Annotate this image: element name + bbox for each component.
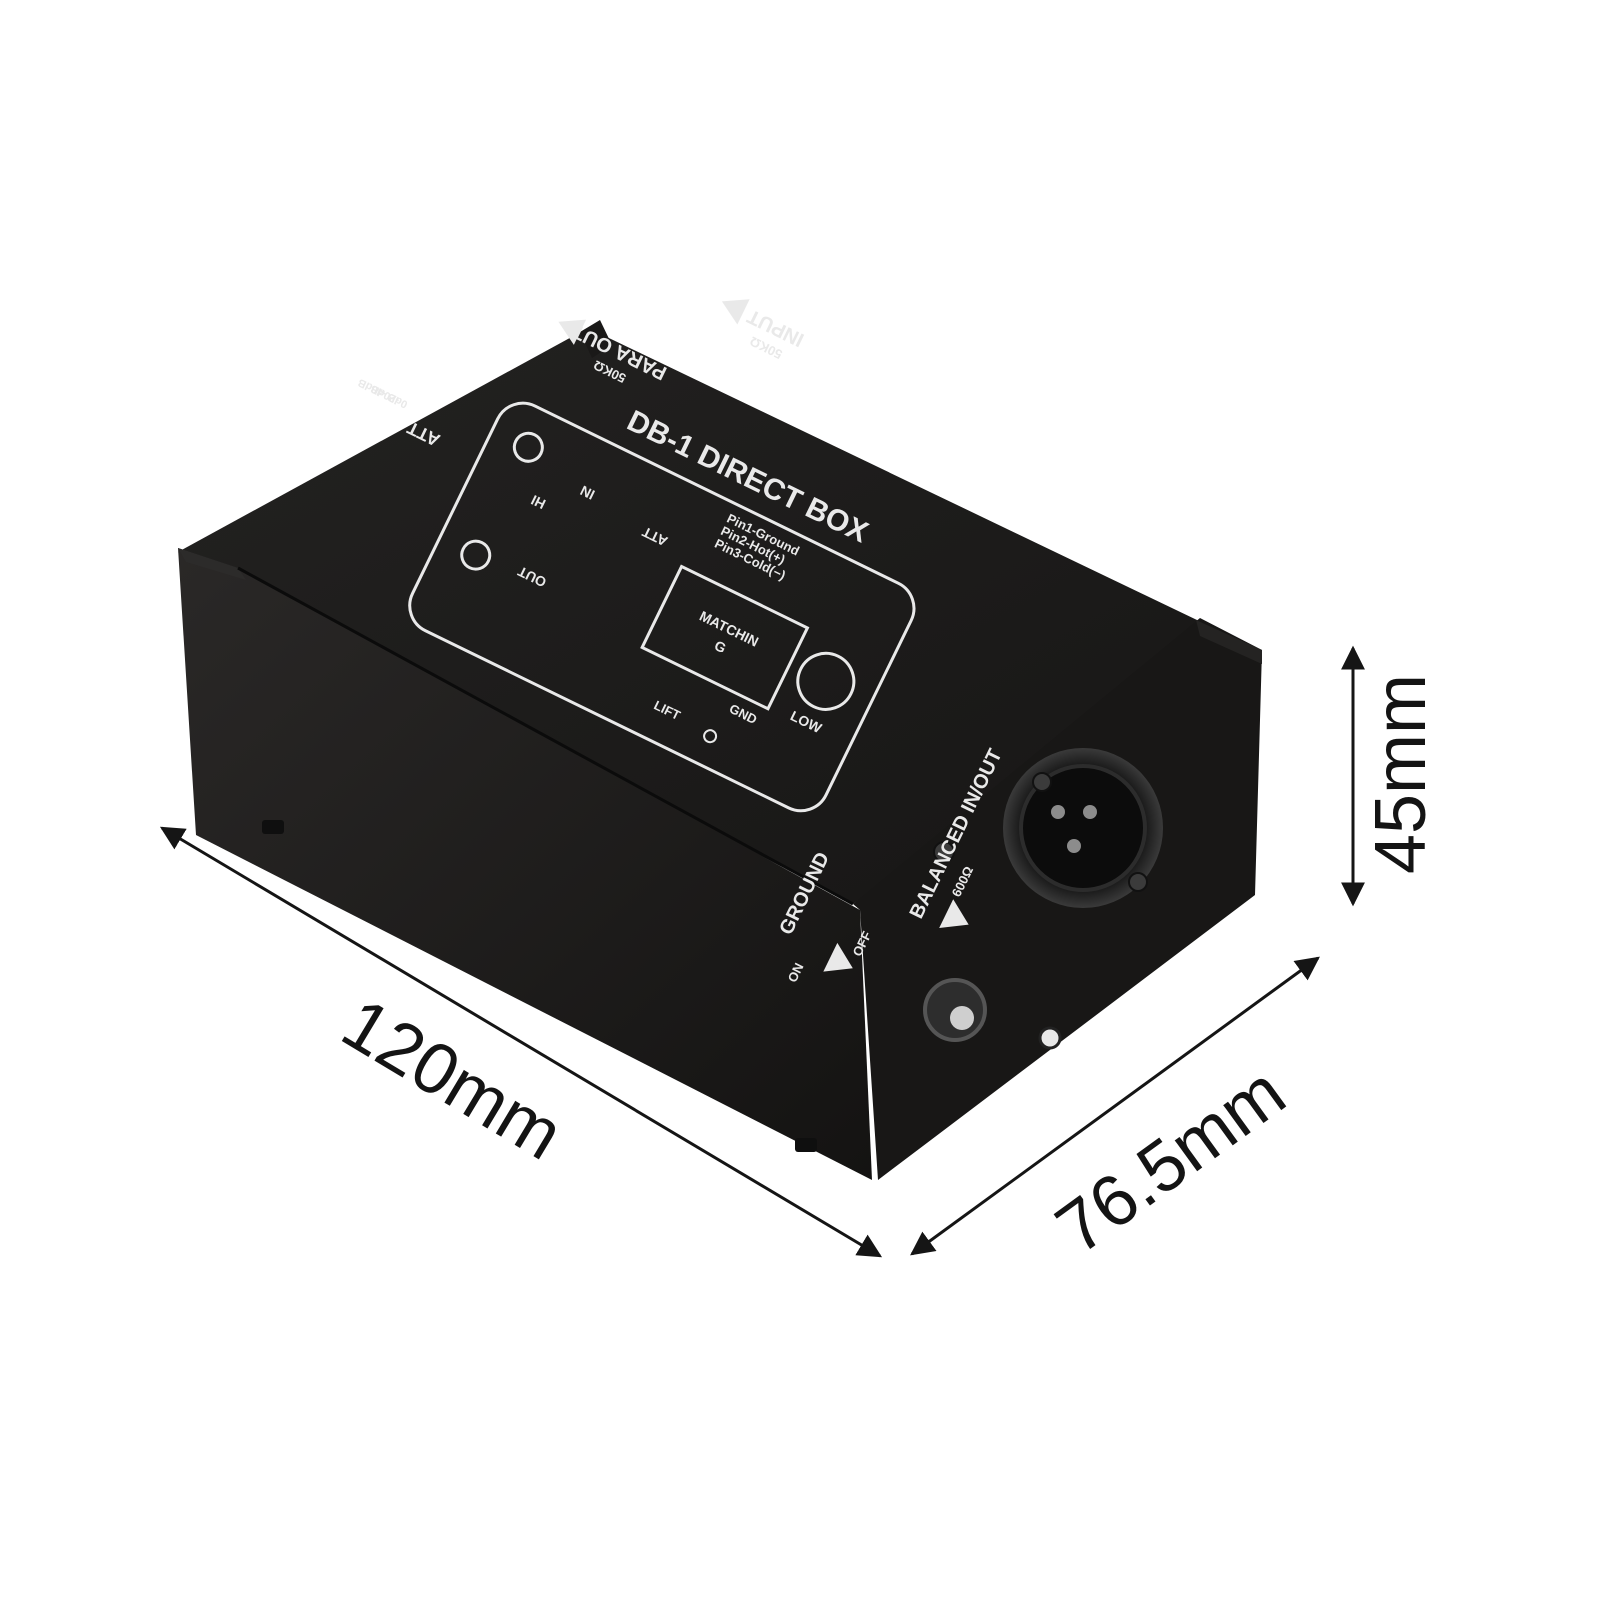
screw-icon	[1128, 872, 1148, 892]
mount-hole	[1038, 1026, 1062, 1050]
label-hi: HI	[528, 492, 548, 513]
input-arrow-icon	[721, 299, 750, 325]
box-rear-flange	[580, 320, 612, 358]
matching-block	[640, 564, 810, 711]
box-foot	[262, 820, 284, 834]
circuit-outline	[408, 401, 916, 813]
box-end-flange	[1196, 620, 1262, 664]
att-level-40: -40dB	[356, 376, 389, 400]
ground-lift-button[interactable]	[923, 978, 987, 1042]
box-front-flange	[178, 548, 246, 580]
dimension-height: 45mm	[1341, 645, 1441, 907]
dimension-width-label: 76.5mm	[1042, 1052, 1299, 1270]
jack-out-icon	[460, 539, 492, 571]
box-foot	[795, 1138, 817, 1152]
box-top-panel	[178, 328, 1222, 904]
jack-in-icon	[512, 431, 544, 463]
balanced-arrow-icon	[939, 899, 969, 929]
para-out-arrow-icon	[558, 319, 587, 345]
dimension-length-label: 120mm	[329, 983, 576, 1175]
label-in: IN	[578, 482, 598, 503]
dimension-height-label: 45mm	[1361, 674, 1441, 874]
lift-switch-icon	[703, 729, 718, 744]
xlr-connector	[1003, 748, 1163, 908]
xlr-pin-diagram-icon	[796, 651, 856, 711]
screw-icon	[933, 841, 955, 863]
screw-icon	[1032, 772, 1052, 792]
